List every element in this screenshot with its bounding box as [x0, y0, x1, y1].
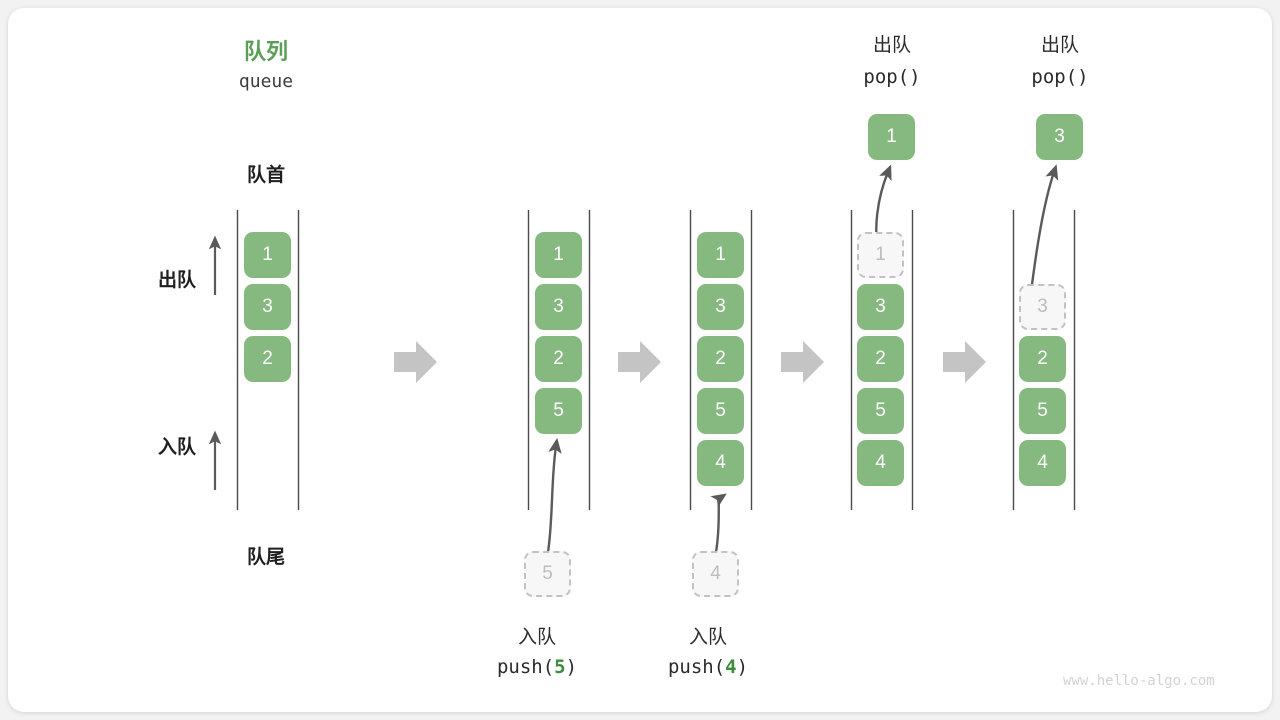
queue-cell: 1 [244, 232, 291, 278]
push-label-cn: 入队 [688, 627, 727, 648]
push-source-cell: 4 [692, 551, 739, 597]
push-code-prefix: push( [496, 656, 555, 678]
queue-cell: 3 [697, 284, 744, 330]
pop-label-cn: 出队 [1040, 35, 1079, 56]
page-subtitle-code: queue [238, 71, 294, 92]
queue-cell: 4 [1019, 440, 1066, 486]
queue-cell: 3 [857, 284, 904, 330]
push-source-cell: 5 [524, 551, 571, 597]
push-label-cn: 入队 [517, 627, 556, 648]
queue-cell: 5 [857, 388, 904, 434]
rear-label: 队尾 [246, 547, 285, 568]
queue-cell: 2 [1019, 336, 1066, 382]
popped-cell: 1 [868, 114, 915, 160]
queue-cell: 2 [857, 336, 904, 382]
push-label-code: push(4) [638, 656, 778, 678]
pop-label-code: pop() [1031, 66, 1089, 88]
queue-cell-ghost: 1 [857, 232, 904, 278]
queue-cell: 3 [535, 284, 582, 330]
front-label: 队首 [246, 165, 285, 186]
queue-cell: 5 [1019, 388, 1066, 434]
popped-cell: 3 [1036, 114, 1083, 160]
push-code-arg: 4 [725, 656, 737, 678]
queue-cell: 2 [535, 336, 582, 382]
push-code-prefix: push( [667, 656, 726, 678]
queue-cell: 3 [244, 284, 291, 330]
queue-cell: 4 [697, 440, 744, 486]
queue-cell-ghost: 3 [1019, 284, 1066, 330]
push-code-suffix: ) [565, 656, 578, 678]
queue-cell: 4 [857, 440, 904, 486]
push-code-arg: 5 [554, 656, 566, 678]
queue-cell: 2 [244, 336, 291, 382]
push-label-code: push(5) [467, 656, 607, 678]
queue-cell: 1 [697, 232, 744, 278]
queue-cell: 2 [697, 336, 744, 382]
page-title: 队列 [243, 39, 288, 64]
diagram-card [8, 8, 1272, 712]
dequeue-direction-label: 出队 [157, 270, 196, 291]
queue-cell: 1 [535, 232, 582, 278]
enqueue-direction-label: 入队 [157, 437, 196, 458]
pop-label-cn: 出队 [872, 35, 911, 56]
queue-cell: 5 [535, 388, 582, 434]
push-code-suffix: ) [736, 656, 749, 678]
pop-label-code: pop() [863, 66, 921, 88]
queue-cell: 5 [697, 388, 744, 434]
watermark: www.hello-algo.com [1063, 673, 1215, 689]
